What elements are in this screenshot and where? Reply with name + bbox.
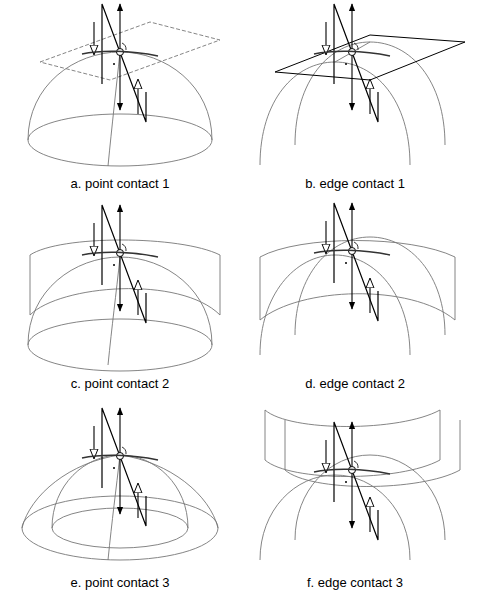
caption-label: f. edge contact 3 xyxy=(307,575,403,591)
caption-label: c. point contact 2 xyxy=(71,376,169,392)
caption-label: a. point contact 1 xyxy=(70,176,169,192)
caption-label: d. edge contact 2 xyxy=(305,376,405,392)
caption-label: e. point contact 3 xyxy=(70,575,169,591)
caption-label: b. edge contact 1 xyxy=(305,176,405,192)
